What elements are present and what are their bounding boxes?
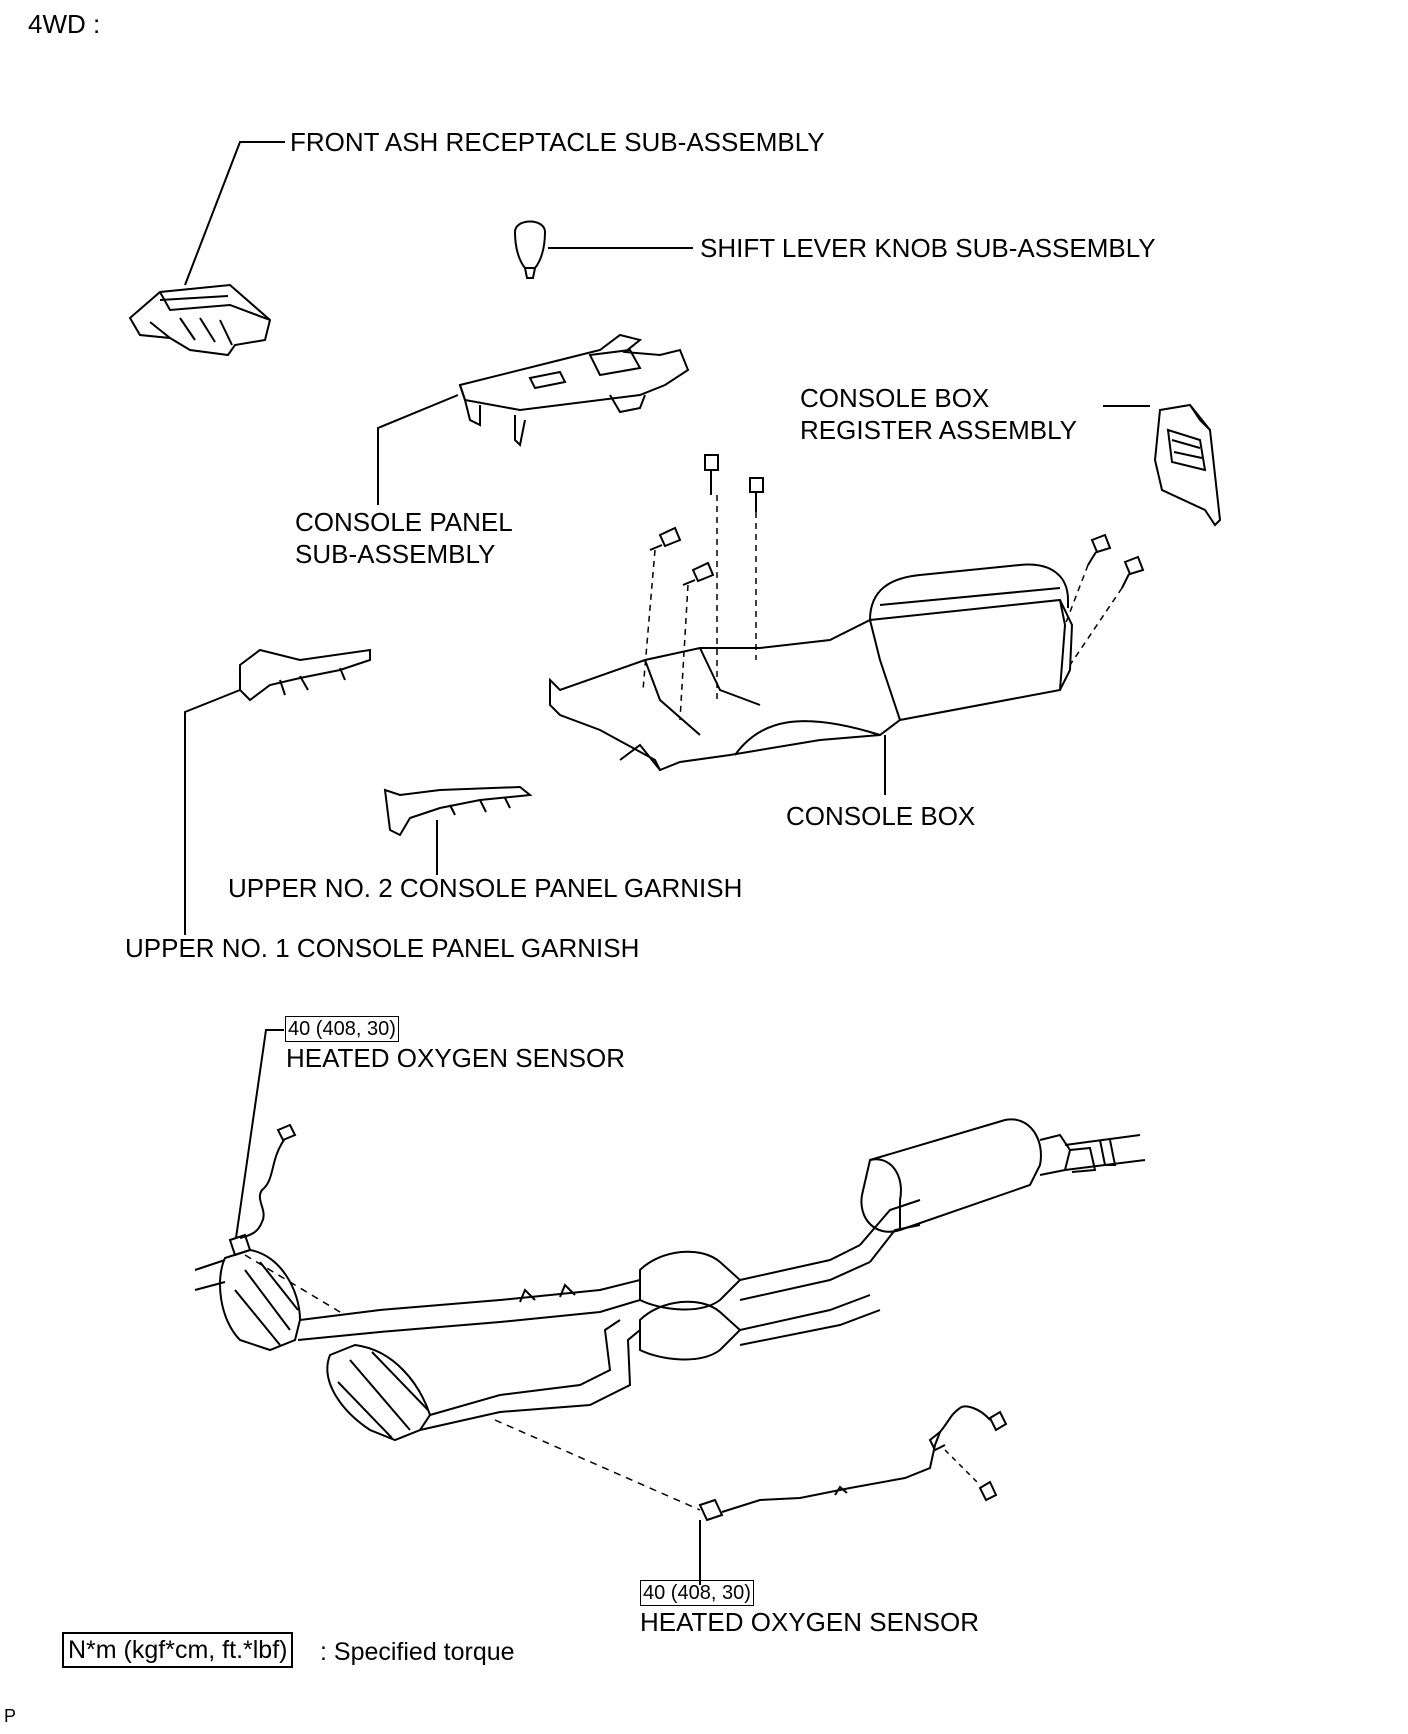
shift-knob-part — [513, 220, 547, 279]
sensor-upper-leader-line — [235, 1029, 284, 1239]
variant-label: 4WD : — [28, 9, 101, 39]
sensor-upper-dashed-line — [244, 1254, 346, 1316]
shift-lever-knob-label: SHIFT LEVER KNOB SUB-ASSEMBLY — [700, 233, 1156, 263]
garnish1-leader-line — [184, 689, 241, 935]
bolts — [649, 454, 1145, 589]
torque-unit-legend: N*m (kgf*cm, ft.*lbf) — [62, 1632, 294, 1668]
torque-spec-upper: 40 (408, 30) — [285, 1016, 399, 1042]
console-box-register-part — [1153, 403, 1222, 527]
heated-oxygen-sensor-upper-label: HEATED OXYGEN SENSOR — [286, 1043, 626, 1073]
torque-spec-lower: 40 (408, 30) — [640, 1580, 754, 1606]
console-panel-part — [458, 333, 690, 448]
console-box-register-label-line2: REGISTER ASSEMBLY — [800, 415, 1077, 445]
lower-oxygen-sensor-part — [698, 1405, 1008, 1522]
sensor-lower-dashed-line-2 — [944, 1449, 981, 1486]
console-panel-label-line1: CONSOLE PANEL — [295, 507, 513, 537]
bolt-dashed-lines — [642, 495, 1123, 721]
console-box-label: CONSOLE BOX — [786, 801, 976, 831]
console-box-register-label-line1: CONSOLE BOX — [800, 383, 990, 413]
upper-no1-garnish-label: UPPER NO. 1 CONSOLE PANEL GARNISH — [125, 933, 640, 963]
front-ash-receptacle-label: FRONT ASH RECEPTACLE SUB-ASSEMBLY — [290, 127, 825, 157]
console-panel-leader-line — [377, 394, 459, 505]
footer-mark: P — [4, 1706, 17, 1726]
specified-torque-legend-text: : Specified torque — [320, 1638, 515, 1666]
exhaust-pipe-assembly — [194, 1118, 1146, 1442]
heated-oxygen-sensor-lower-label: HEATED OXYGEN SENSOR — [640, 1607, 980, 1637]
upper-oxygen-sensor-part — [228, 1123, 297, 1257]
sensor-lower-dashed-line — [494, 1419, 701, 1511]
console-box-part — [549, 563, 1074, 772]
upper-no1-garnish-part — [239, 648, 371, 702]
front-ash-leader-line — [184, 141, 285, 286]
console-panel-label-line2: SUB-ASSEMBLY — [295, 539, 496, 569]
upper-no2-garnish-label: UPPER NO. 2 CONSOLE PANEL GARNISH — [228, 873, 743, 903]
front-ash-receptacle-part — [128, 283, 272, 357]
upper-no2-garnish-part — [383, 785, 533, 837]
